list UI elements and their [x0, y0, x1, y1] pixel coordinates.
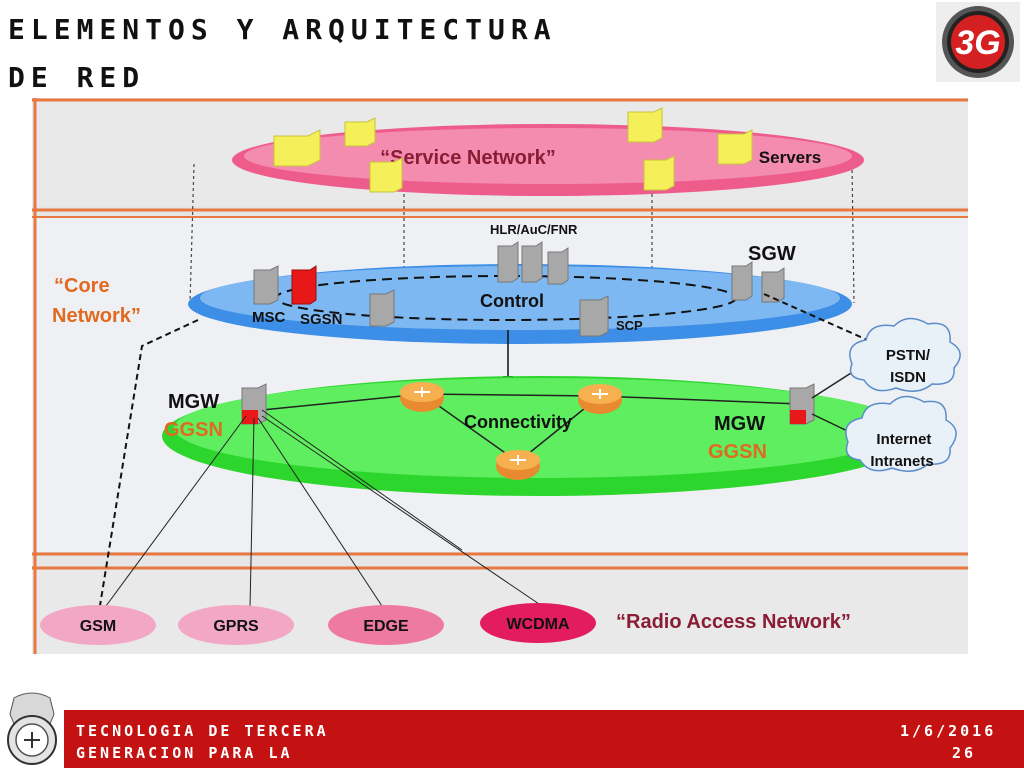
ggsn-left-label: GGSN [164, 419, 223, 441]
pstn-cloud: PSTN/ ISDN [849, 317, 961, 392]
gprs-label: GPRS [213, 618, 259, 635]
footer-date: 1/6/2016 [900, 722, 997, 740]
sgsn-server-icon [369, 289, 395, 327]
server-icon [643, 155, 675, 191]
red-sgsn-node-icon [291, 265, 317, 305]
gsm-label: GSM [80, 618, 116, 635]
pstn-label-line-2: ISDN [890, 369, 926, 386]
pstn-label-line-1: PSTN/ [886, 347, 931, 364]
connectivity-label: Connectivity [464, 412, 572, 432]
pstn-label: PSTN/ ISDN [886, 347, 934, 386]
mgw-left-label: MGW [168, 391, 219, 413]
sgw-label: SGW [748, 243, 796, 265]
internet-label: Internet Intranets [870, 431, 935, 470]
router-icon [496, 450, 540, 480]
slide-title: ELEMENTOS Y ARQUITECTURA DE RED [8, 6, 908, 102]
gsm-node [40, 605, 156, 645]
wcdma-node [480, 603, 596, 643]
server-icon [627, 107, 663, 143]
server-icon [273, 129, 321, 167]
radio-access-network-label: “Radio Access Network” [616, 611, 851, 633]
internet-label-line-2: Intranets [870, 453, 933, 470]
title-line-1: ELEMENTOS Y ARQUITECTURA [8, 13, 557, 46]
msc-label: MSC [252, 309, 286, 326]
scp-server-icon [579, 295, 609, 337]
mgw-right-label: MGW [714, 413, 765, 435]
core-network-label-line-1: “Core [54, 275, 110, 297]
footer-bar: TECNOLOGIA DE TERCERA GENERACION PARA LA… [64, 710, 1024, 768]
3g-logo-text: 3G [955, 24, 1000, 62]
router-icon [578, 384, 622, 414]
server-icon [344, 117, 376, 147]
3g-logo: 3G [936, 2, 1020, 82]
sgsn-label: SGSN [300, 311, 343, 328]
server-icon [717, 129, 753, 165]
service-network-label: “Service Network” [380, 147, 556, 169]
hlr-server-icon [497, 241, 519, 283]
hlr-label: HLR/AuC/FNR [490, 222, 578, 237]
internet-cloud: Internet Intranets [845, 395, 957, 472]
msc-server-icon [253, 265, 279, 305]
control-label: Control [480, 291, 544, 311]
title-line-2: DE RED [8, 61, 146, 94]
server-icon [369, 157, 403, 193]
university-crest-icon [0, 688, 64, 768]
footer-left-line-1: TECNOLOGIA DE TERCERA [76, 722, 329, 740]
gprs-node [178, 605, 294, 645]
edge-node [328, 605, 444, 645]
edge-label: EDGE [363, 618, 409, 635]
scp-label: SCP [616, 318, 643, 333]
router-icon [400, 382, 444, 412]
sgw-server-icon [731, 261, 753, 301]
core-network-label: “Core Network” [52, 275, 141, 327]
ggsn-right-label: GGSN [708, 441, 767, 463]
core-network-label-line-2: Network” [52, 305, 141, 327]
network-architecture-diagram: “Service Network” Servers “Core Network”… [32, 98, 968, 654]
servers-label: Servers [759, 148, 821, 167]
internet-label-line-1: Internet [876, 431, 931, 448]
wcdma-label: WCDMA [506, 616, 570, 633]
footer-page-number: 26 [952, 744, 977, 762]
footer-left-line-2: GENERACION PARA LA [76, 744, 293, 762]
